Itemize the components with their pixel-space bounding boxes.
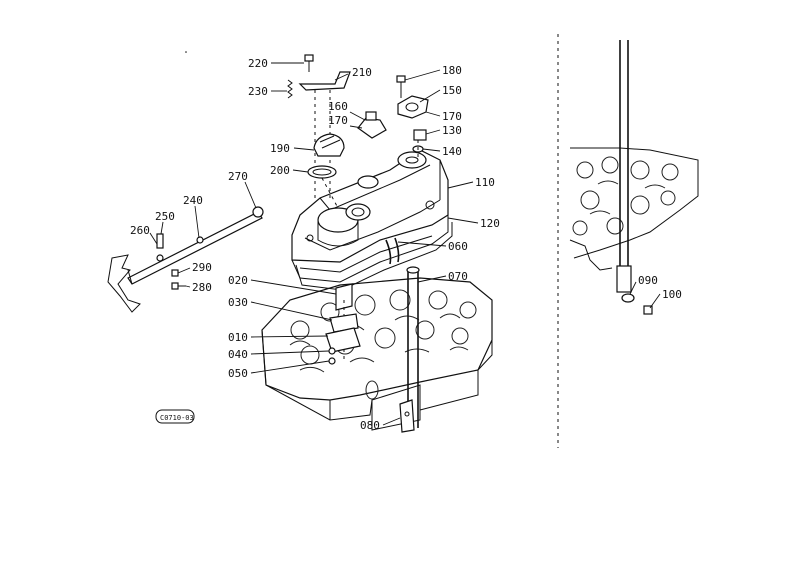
callout-120: 120 [480, 217, 500, 230]
callout-020: 020 [228, 274, 248, 287]
callout-180: 180 [442, 64, 462, 77]
callout-240: 240 [183, 194, 203, 207]
diagram-stamp: C0710-03 [155, 409, 195, 424]
rocker-cover [291, 149, 449, 283]
callout-280: 280 [192, 281, 212, 294]
callout-labels: 220 210 230 180 150 160 170 170 130 190 … [130, 57, 682, 432]
callout-160: 160 [328, 100, 348, 113]
callout-260: 260 [130, 224, 150, 237]
callout-090: 090 [638, 274, 658, 287]
callout-130: 130 [442, 124, 462, 137]
callout-170-a: 170 [328, 114, 348, 127]
callout-010: 010 [228, 331, 248, 344]
callout-110: 110 [475, 176, 495, 189]
callout-150: 150 [442, 84, 462, 97]
cylinder-head-block [261, 277, 493, 431]
callout-170-b: 170 [442, 110, 462, 123]
top-parts [287, 54, 429, 209]
stamp-code: C0710-03 [160, 414, 194, 422]
callout-190: 190 [270, 142, 290, 155]
callout-040: 040 [228, 348, 248, 361]
callout-140: 140 [442, 145, 462, 158]
leader-lines [149, 62, 661, 426]
detail-view [569, 40, 699, 315]
callout-230: 230 [248, 85, 268, 98]
callout-050: 050 [228, 367, 248, 380]
callout-070: 070 [448, 270, 468, 283]
callout-290: 290 [192, 261, 212, 274]
cover-gasket [295, 222, 453, 291]
callout-210: 210 [352, 66, 372, 79]
callout-200: 200 [270, 164, 290, 177]
lever-assembly [107, 206, 264, 313]
callout-060: 060 [448, 240, 468, 253]
callout-030: 030 [228, 296, 248, 309]
callout-270: 270 [228, 170, 248, 183]
callout-220: 220 [248, 57, 268, 70]
callout-080: 080 [360, 419, 380, 432]
callout-250: 250 [155, 210, 175, 223]
breather-pipes [385, 237, 420, 433]
callout-100: 100 [662, 288, 682, 301]
damper-parts [325, 283, 361, 365]
